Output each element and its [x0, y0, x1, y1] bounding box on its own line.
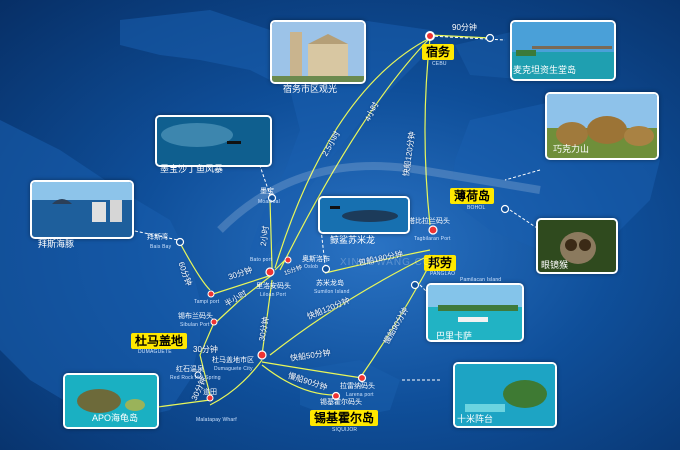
caption-apo: APO海龟岛: [92, 413, 139, 423]
photo-mactan: [510, 20, 616, 81]
port-red-rock: 红石温泉: [176, 366, 204, 373]
port-tagbilaran: 塔比拉兰码头: [408, 218, 450, 225]
route-sibulan: [212, 274, 273, 326]
city-sub-panglao: PANGLAO: [430, 271, 456, 277]
caption-tarsier: 眼镜猴: [541, 260, 569, 270]
route-cebu-tag: [424, 37, 431, 226]
port-red-rock-sub: Red Rock Hot Spring: [170, 375, 221, 381]
photo-dolphins: [30, 180, 134, 239]
caption-chocolate-hills: 巧克力山: [553, 144, 590, 154]
port-sibulan-sub: Sibulan Port: [180, 322, 210, 328]
city-sub-cebu: CEBU: [432, 61, 447, 67]
port-sumilon-sub: Sumilon Island: [314, 289, 350, 295]
port-dumaguete-city-sub: Dumaguete City: [214, 366, 253, 372]
caption-cebu-city: 宿务市区观光: [283, 84, 338, 94]
watermark-logo: [217, 162, 541, 233]
city-sub-bohol: BOHOL: [467, 205, 486, 211]
route-oslob-bato: [274, 259, 286, 271]
route-cebu-bato-a: [274, 37, 431, 269]
port-liloan-sub: Liloan Port: [260, 292, 287, 298]
photo-apo: [63, 373, 159, 429]
city-label-siquijor: 锡基霍尔岛: [310, 410, 379, 426]
port-liloan: 里洛安码头: [256, 283, 291, 290]
caption-pamilacan: 巴里卡萨: [436, 331, 473, 341]
photo-tarsier: [536, 218, 618, 274]
city-sub-siquijor: SIQUIJOR: [332, 427, 358, 433]
photo-chocolate-hills: [545, 92, 659, 160]
port-oslob: 奥斯洛布: [302, 256, 330, 263]
port-bais-sub: Bais Bay: [150, 244, 172, 250]
route-apo: [149, 399, 211, 409]
city-label-cebu: 宿务: [422, 44, 455, 60]
port-zamboanguita-sub: Malatapay Wharf: [196, 417, 237, 423]
port-moalboal-sub: Moalboal: [258, 199, 280, 205]
route-dumaguete-apo: [209, 359, 263, 406]
caption-dolphins: 拜斯海豚: [38, 239, 75, 249]
route-dumaguete-liloan: [261, 279, 273, 356]
port-siquijor: 锡基霍尔码头: [320, 399, 362, 406]
route-label-cebu-mactan: 90分钟: [452, 23, 477, 32]
port-bais: 拜斯湾: [147, 234, 168, 241]
caption-island-bottom: 十米阵台: [457, 414, 494, 424]
caption-moalboal: 墨宝沙丁鱼风暴: [160, 164, 224, 174]
port-tampi-sub: Tampi port: [194, 299, 220, 305]
port-moalboal: 墨宝: [260, 188, 274, 195]
city-sub-dumaguete: DUMAGUETE: [138, 349, 172, 355]
port-pamilacan-sub: Pamilacan Island: [460, 277, 502, 283]
route-dumaguete-tag: [269, 254, 431, 356]
caption-mactan: 麦克坦资生堂岛: [513, 65, 577, 75]
route-moalboal-liloan: [269, 199, 273, 269]
port-tagbilaran-sub: Tagbilaran Port: [414, 236, 451, 242]
route-lines: [149, 34, 491, 409]
photo-pamilacan: [426, 283, 524, 342]
port-sumilon: 苏米龙岛: [316, 280, 344, 287]
port-sibulan: 锡布兰码头: [178, 313, 213, 320]
port-oslob-sub: Oslob: [304, 264, 319, 270]
route-cebu-bato-b: [279, 37, 431, 271]
route-sumilon-tag: [324, 249, 431, 274]
city-label-panglao: 邦劳: [424, 255, 457, 271]
route-dumaguete-larena: [261, 361, 363, 379]
caption-whale-shark: 鲸鲨苏米龙: [330, 235, 376, 245]
photo-moalboal: [155, 115, 272, 167]
siquijor-island: [300, 360, 400, 420]
city-label-bohol: 薄荷岛: [450, 188, 495, 204]
route-sibulan-dumaguete: [199, 324, 214, 396]
photo-island-bottom: [453, 362, 557, 428]
port-larena-sub: Larena port: [346, 392, 374, 398]
port-dumaguete-city: 杜马盖地市区: [212, 357, 254, 364]
route-label-dumaguete-apo: 30分钟: [193, 345, 218, 354]
route-cebu-mactan: [429, 34, 491, 39]
port-zamboanguita: 道田: [203, 389, 217, 396]
port-larena: 拉雷纳码头: [340, 383, 375, 390]
route-bais-tampi: [179, 242, 211, 291]
watermark-text: XINAOWANG.COM: [340, 257, 441, 268]
route-dumaguete-siquijor: [261, 364, 336, 396]
route-tampi-liloan: [209, 274, 273, 296]
city-label-dumaguete: 杜马盖地: [131, 333, 188, 349]
port-bato-sub: Bato port: [250, 257, 273, 263]
photo-cebu-city: [270, 20, 366, 84]
photo-whale-shark: [318, 196, 410, 234]
